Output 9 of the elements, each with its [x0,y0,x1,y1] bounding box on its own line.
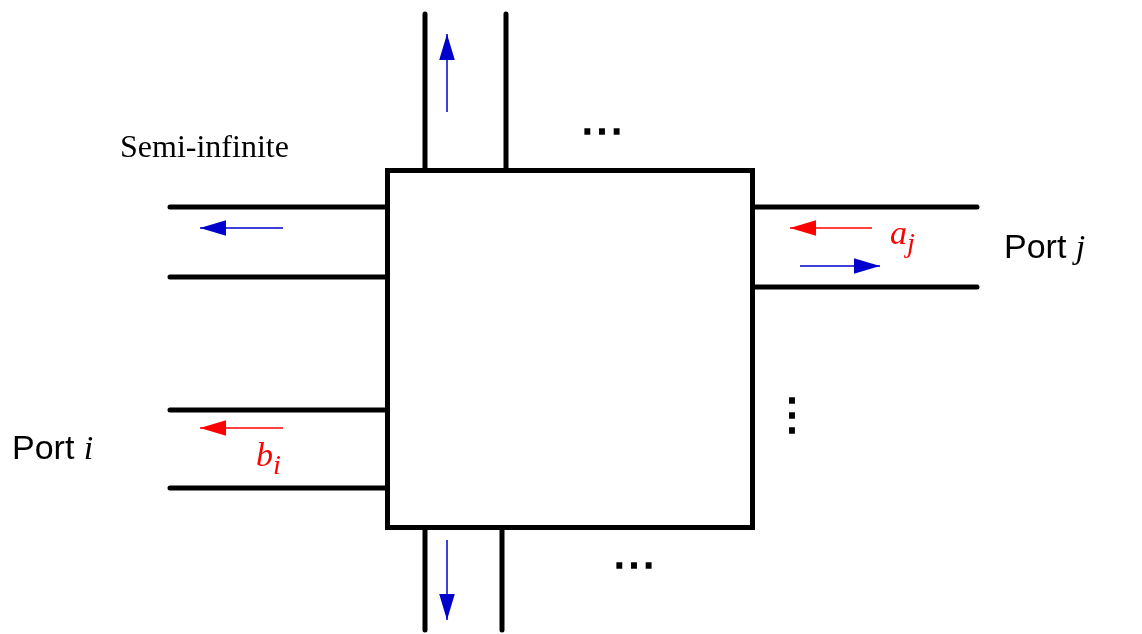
wave-symbol: b$_{i}$ [256,438,281,480]
network-box [385,168,755,530]
ellipsis: ⋯ [580,108,624,152]
ellipsis: ⋮ [770,392,814,436]
ellipsis: ⋯ [612,542,656,586]
port-label: Port i [12,430,94,465]
wave-symbol: a$_{j}$ [890,216,915,258]
annotation-text: Semi-infinite [120,130,289,162]
port-label: Port j [1004,229,1086,264]
